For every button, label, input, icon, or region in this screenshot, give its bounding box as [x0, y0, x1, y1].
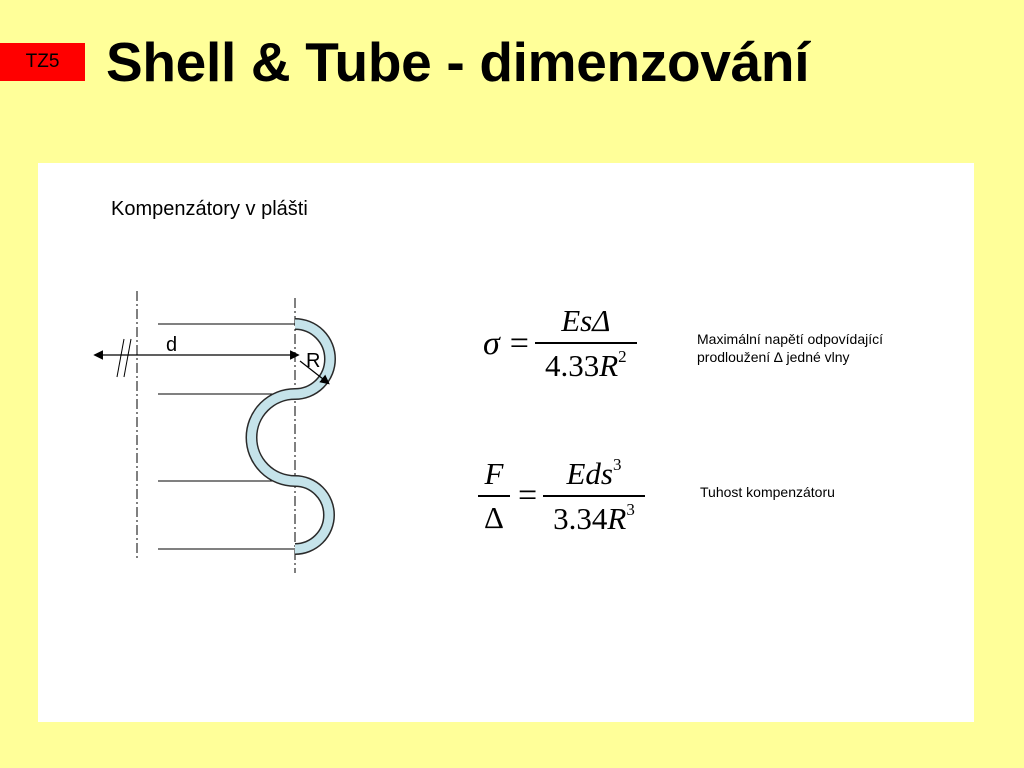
- bellows-diagram: d R: [93, 291, 336, 573]
- stiffness-denominator: 3.34R3: [543, 495, 645, 537]
- stiffness-lhs-fraction: F Δ: [478, 456, 510, 536]
- stiffness-denominator-var: R: [607, 501, 627, 536]
- slide-title: Shell & Tube - dimenzování: [106, 31, 810, 93]
- stress-formula: σ = EsΔ 4.33R2: [483, 303, 643, 384]
- slide-number-badge: TZ5: [0, 43, 85, 81]
- equals-sign: =: [509, 324, 529, 362]
- stiffness-numerator: Eds3: [556, 455, 631, 495]
- stress-description-line1: Maximální napětí odpovídající: [697, 331, 883, 347]
- sigma-symbol: σ: [483, 324, 500, 362]
- stiffness-lhs-numerator: F: [484, 456, 504, 491]
- stiffness-denominator-exp: 3: [626, 500, 635, 519]
- stiffness-formula: F Δ = Eds3 3.34R3: [478, 455, 651, 537]
- badge-label: TZ5: [25, 51, 60, 72]
- label-d: d: [166, 334, 177, 356]
- stiffness-fraction: Eds3 3.34R3: [543, 455, 645, 537]
- stress-description: Maximální napětí odpovídající prodloužen…: [697, 330, 883, 366]
- stiffness-lhs-denominator: Δ: [478, 495, 510, 536]
- stiffness-numerator-text: Eds: [566, 456, 613, 491]
- label-r: R: [306, 350, 320, 372]
- stress-description-line2: prodloužení ∆ jedné vlny: [697, 349, 850, 365]
- content-panel: Kompenzátory v plášti d R σ = EsΔ: [38, 163, 974, 722]
- stress-fraction: EsΔ 4.33R2: [534, 303, 637, 384]
- break-mark-2: [123, 338, 132, 378]
- equals-sign-2: =: [517, 477, 538, 514]
- stiffness-denominator-coef: 3.34: [553, 501, 608, 536]
- stress-denominator-exp: 2: [618, 347, 627, 366]
- break-mark-1: [116, 338, 125, 378]
- stress-denominator-var: R: [599, 348, 619, 383]
- stress-denominator: 4.33R2: [534, 342, 637, 384]
- section-subtitle: Kompenzátory v plášti: [111, 198, 308, 220]
- stress-denominator-coef: 4.33: [544, 348, 600, 383]
- stiffness-description: Tuhost kompenzátoru: [700, 484, 835, 500]
- stiffness-numerator-exp: 3: [612, 455, 622, 474]
- stress-numerator: EsΔ: [561, 303, 611, 338]
- bellows-wall: [247, 319, 335, 554]
- radius-arrow-r: [299, 360, 330, 385]
